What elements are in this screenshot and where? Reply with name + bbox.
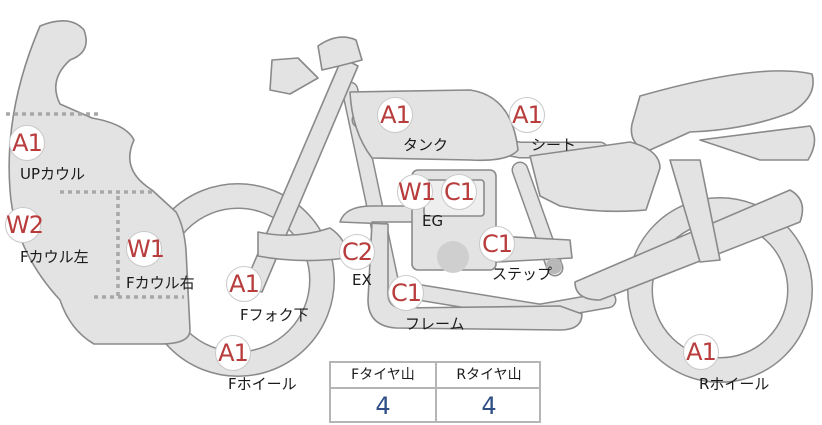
exhaust-code-badge: C2 bbox=[339, 234, 375, 270]
up-cowl-code-badge: A1 bbox=[9, 125, 45, 161]
engine-code-badge-c1: C1 bbox=[441, 174, 477, 210]
step-code-badge: C1 bbox=[479, 226, 515, 262]
front-tire-header: Fタイヤ山 bbox=[331, 363, 435, 389]
front-tire-column: Fタイヤ山 4 bbox=[331, 363, 437, 421]
seat-label: シート bbox=[531, 136, 577, 154]
tire-tread-table: Fタイヤ山 4 Rタイヤ山 4 bbox=[329, 361, 541, 423]
frame-label: フレーム bbox=[405, 315, 465, 333]
f-fork-lower-label: Fフォク下 bbox=[240, 306, 309, 324]
step-label: ステップ bbox=[492, 265, 553, 283]
frame-code-badge: C1 bbox=[388, 275, 424, 311]
f-wheel-code-badge: A1 bbox=[215, 335, 251, 371]
exhaust-label: EX bbox=[352, 271, 372, 289]
rear-tire-value: 4 bbox=[481, 392, 497, 420]
tank-label: タンク bbox=[403, 136, 449, 154]
seat-shape bbox=[529, 70, 816, 213]
f-fork-lower-code-badge: A1 bbox=[226, 266, 262, 302]
engine-label: EG bbox=[422, 212, 444, 230]
rear-tire-column: Rタイヤ山 4 bbox=[437, 363, 541, 421]
engine-code-badge-w1: W1 bbox=[397, 174, 436, 210]
f-cowl-right-code-badge: W1 bbox=[126, 231, 165, 267]
seat-code-badge: A1 bbox=[509, 97, 545, 133]
f-cowl-left-label: Fカウル左 bbox=[20, 248, 89, 266]
f-cowl-right-label: Fカウル右 bbox=[126, 274, 195, 292]
rear-tire-header: Rタイヤ山 bbox=[437, 363, 541, 389]
front-tire-value: 4 bbox=[375, 392, 391, 420]
r-wheel-code-badge: A1 bbox=[683, 334, 719, 370]
up-cowl-label: UPカウル bbox=[20, 165, 86, 183]
swingarm-shape bbox=[574, 159, 804, 301]
rear-wheel-shape bbox=[627, 197, 813, 383]
r-wheel-label: Rホイール bbox=[699, 375, 770, 393]
f-wheel-label: Fホイール bbox=[228, 375, 297, 393]
tank-code-badge: A1 bbox=[377, 97, 413, 133]
f-cowl-left-code-badge: W2 bbox=[5, 207, 44, 243]
